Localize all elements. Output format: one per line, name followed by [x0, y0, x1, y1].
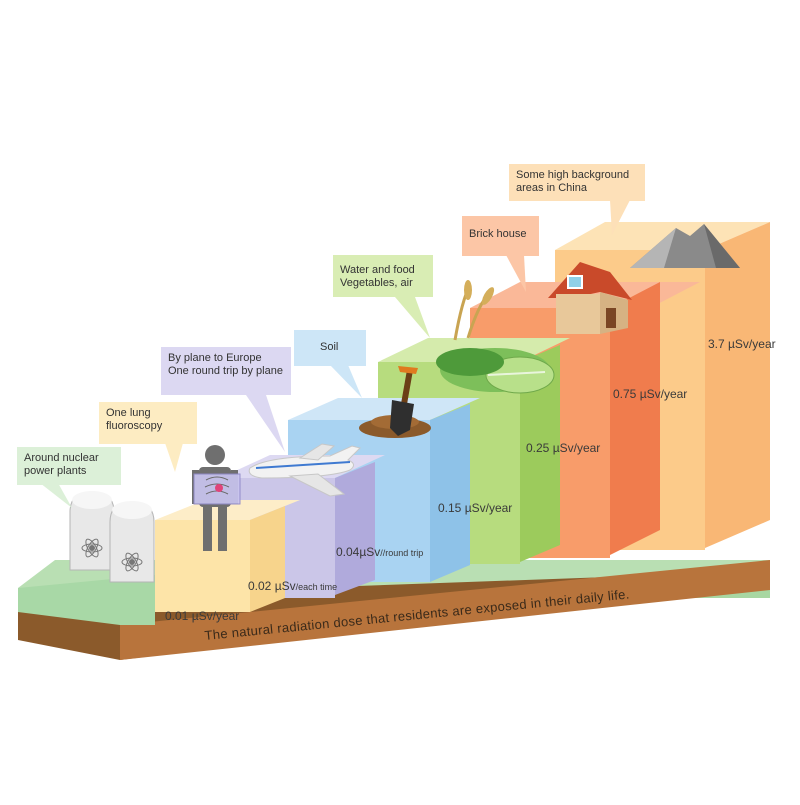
callout-nuclear-line-1: Around nuclear: [24, 452, 99, 464]
step-4-right: [430, 404, 470, 582]
callout-water-line-2: Vegetables, air: [340, 277, 413, 289]
step-7-right: [705, 222, 770, 548]
callout-high-line-1: Some high background: [516, 169, 630, 181]
callout-water-line-1: Water and food: [340, 264, 415, 276]
callout-soil: Soil: [294, 330, 366, 366]
step-6-value: 0.75 µSv/year: [613, 387, 687, 401]
callout-lung-line-1: One lung: [106, 407, 151, 419]
brick-house-icon: [548, 262, 632, 334]
step-2-right: [250, 506, 285, 612]
step-2-front: [155, 520, 250, 612]
step-2-value-unit: /each time: [296, 582, 338, 592]
step-2-top: [155, 500, 300, 520]
callout-2-pointer: [165, 443, 183, 472]
vegetables-icon: [436, 280, 555, 394]
airplane-icon: [248, 443, 361, 497]
callout-6-pointer: [506, 255, 526, 292]
nuclear-plant-icon: [69, 491, 155, 583]
callout-high-background: Some high background areas in China: [509, 164, 645, 201]
step-4-top: [288, 398, 480, 420]
mountain-icon: [630, 224, 740, 268]
step-1-front: [18, 575, 155, 625]
step-2-value: 0.02 µSv/each time: [248, 579, 337, 593]
step-2-value-main: 0.02 µSv: [248, 579, 296, 593]
step-3-value-main: 0.04µSv: [336, 545, 380, 559]
step-6-right: [610, 282, 660, 555]
callout-7-pointer: [610, 200, 630, 235]
base-front-face: [120, 560, 770, 660]
callout-1-pointer: [40, 483, 72, 508]
callout-water-food: Water and food Vegetables, air: [333, 255, 433, 297]
callout-high-line-2: areas in China: [516, 182, 587, 194]
callout-plane-line-1: By plane to Europe: [168, 352, 262, 364]
step-5-value: 0.25 µSv/year: [526, 441, 600, 455]
callout-5-pointer: [395, 297, 430, 338]
callout-3-pointer: [246, 395, 285, 452]
callout-soil-line-1: Soil: [320, 341, 339, 353]
step-7-value: 3.7 µSv/year: [708, 337, 776, 351]
callout-plane-europe: By plane to Europe One round trip by pla…: [161, 347, 291, 395]
callout-brick-line-1: Brick house: [469, 228, 527, 240]
callout-lung-fluoroscopy: One lung fluoroscopy: [99, 402, 197, 444]
callout-plane-line-2: One round trip by plane: [168, 365, 283, 377]
step-4-value: 0.15 µSv/year: [438, 501, 512, 515]
step-3-right: [335, 462, 375, 595]
lung-xray-person-icon: [192, 445, 241, 551]
step-3-value-unit: //round trip: [380, 548, 423, 558]
step-5-right: [520, 345, 560, 562]
callout-4-pointer: [330, 365, 362, 398]
shovel-soil-icon: [359, 366, 431, 438]
callout-nuclear-plants: Around nuclear power plants: [17, 447, 121, 485]
step-1-value: 0.01 µSv/year: [165, 609, 239, 623]
callout-brick-house: Brick house: [462, 216, 539, 256]
callout-nuclear-line-2: power plants: [24, 465, 87, 477]
callout-lung-line-2: fluoroscopy: [106, 420, 163, 432]
step-3-value: 0.04µSv//round trip: [336, 545, 423, 559]
